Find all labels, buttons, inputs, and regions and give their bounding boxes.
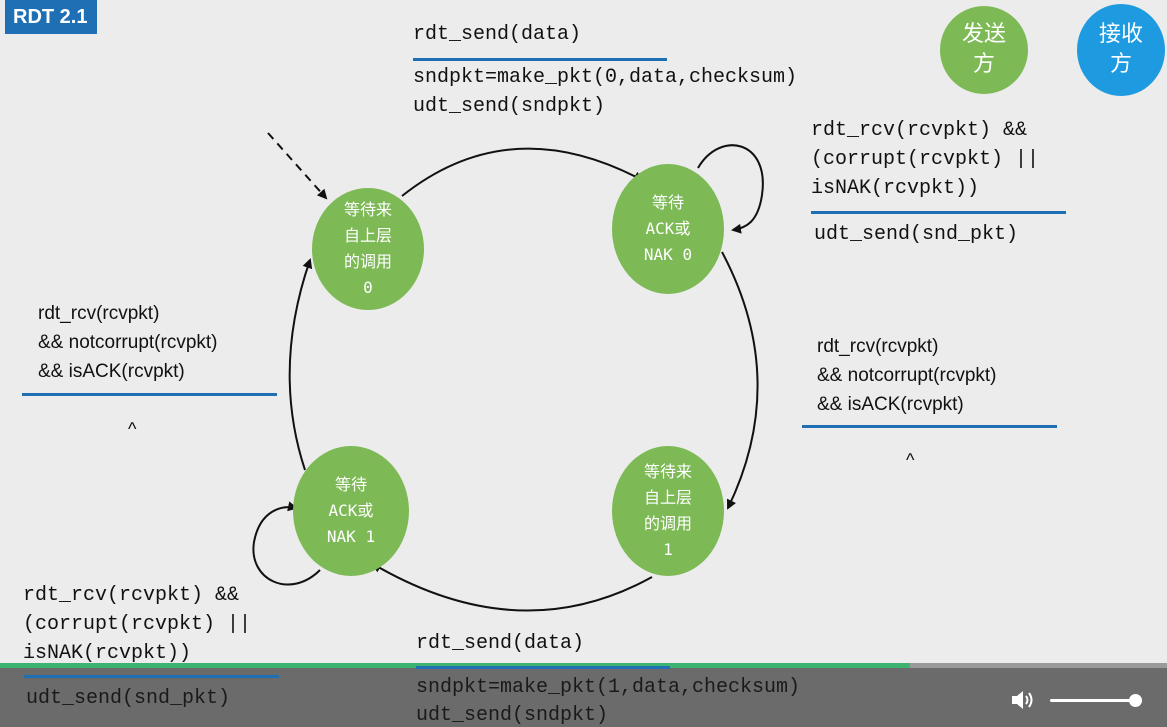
sender-label-line1: 发送 [961, 22, 1006, 47]
arrow-call0-to-ack0 [401, 147, 644, 197]
right-top-event-3: isNAK(rcvpkt)) [811, 177, 980, 200]
top-rule [413, 58, 667, 61]
state-wait-ack-1: 等待 ACK或 NAK 1 [293, 446, 409, 576]
right-top-event-1: rdt_rcv(rcvpkt) && [811, 119, 1028, 142]
left-mid-event-2: && notcorrupt(rcvpkt) [38, 332, 218, 353]
state-wait-call-0: 等待来 自上层 的调用 0 [312, 188, 424, 310]
left-bottom-event-2: (corrupt(rcvpkt) || [23, 613, 252, 636]
sender-label-line2: 方 [972, 52, 995, 77]
left-bottom-event-1: rdt_rcv(rcvpkt) && [23, 584, 240, 607]
right-top-action: udt_send(snd_pkt) [814, 223, 1019, 246]
arrow-ack0-to-call1 [721, 251, 759, 510]
receiver-badge: 接收方 [1077, 4, 1165, 96]
receiver-label-line2: 方 [1109, 52, 1132, 77]
left-mid-event-1: rdt_rcv(rcvpkt) [38, 303, 160, 324]
state-wait-ack-0-line3: NAK 0 [643, 245, 693, 264]
left-mid-event-3: && isACK(rcvpkt) [38, 361, 185, 382]
arrow-ack1-to-call0 [288, 258, 313, 471]
bottom-action-2: udt_send(sndpkt) [416, 704, 609, 727]
left-bottom-action: udt_send(snd_pkt) [26, 687, 231, 710]
selfloop-ack0 [697, 144, 764, 234]
left-mid-rule [22, 393, 277, 396]
state-wait-ack-1-line1: 等待 [334, 475, 367, 494]
right-top-rule [811, 211, 1066, 214]
state-wait-call-0-line2: 自上层 [343, 226, 392, 245]
selfloop-ack1 [252, 501, 321, 586]
volume-slider[interactable] [1050, 699, 1142, 702]
speaker-icon[interactable] [1010, 688, 1036, 712]
state-wait-ack-0-line1: 等待 [651, 193, 684, 212]
slide-title: RDT 2.1 [5, 0, 97, 34]
top-event: rdt_send(data) [413, 23, 582, 46]
bottom-action-1: sndpkt=make_pkt(1,data,checksum) [416, 676, 801, 699]
state-wait-ack-1-line2: ACK或 [328, 501, 374, 520]
receiver-label-line1: 接收 [1098, 22, 1143, 47]
state-wait-call-0-line4: 0 [363, 278, 373, 297]
initial-arrow [267, 132, 328, 200]
state-wait-call-1-line4: 1 [663, 540, 673, 559]
state-wait-ack-0-line2: ACK或 [645, 219, 691, 238]
bottom-rule [416, 666, 670, 669]
state-wait-ack-1-line3: NAK 1 [326, 527, 376, 546]
right-mid-rule [802, 425, 1057, 428]
right-mid-action: ^ [906, 450, 915, 470]
top-action-2: udt_send(sndpkt) [413, 95, 606, 118]
state-wait-call-1-line2: 自上层 [643, 488, 692, 507]
right-mid-event-1: rdt_rcv(rcvpkt) [817, 336, 939, 357]
left-mid-action: ^ [128, 419, 137, 439]
state-wait-call-1-line3: 的调用 [643, 514, 692, 533]
volume-knob[interactable] [1128, 694, 1142, 707]
state-wait-call-1-line1: 等待来 [643, 462, 692, 481]
right-top-event-2: (corrupt(rcvpkt) || [811, 148, 1040, 171]
right-mid-event-3: && isACK(rcvpkt) [817, 394, 964, 415]
state-wait-call-1: 等待来 自上层 的调用 1 [612, 446, 724, 576]
bottom-event: rdt_send(data) [416, 632, 585, 655]
arrow-call1-to-ack1 [371, 562, 653, 612]
right-mid-event-2: && notcorrupt(rcvpkt) [817, 365, 997, 386]
sender-badge: 发送方 [940, 6, 1028, 94]
state-wait-call-0-line1: 等待来 [343, 200, 392, 219]
state-wait-ack-0: 等待 ACK或 NAK 0 [612, 164, 724, 294]
progress-fill [0, 663, 911, 668]
state-wait-call-0-line3: 的调用 [343, 252, 392, 271]
left-bottom-rule [24, 675, 279, 678]
top-action-1: sndpkt=make_pkt(0,data,checksum) [413, 66, 798, 89]
progress-bar[interactable] [0, 663, 1167, 668]
left-bottom-event-3: isNAK(rcvpkt)) [23, 642, 192, 665]
